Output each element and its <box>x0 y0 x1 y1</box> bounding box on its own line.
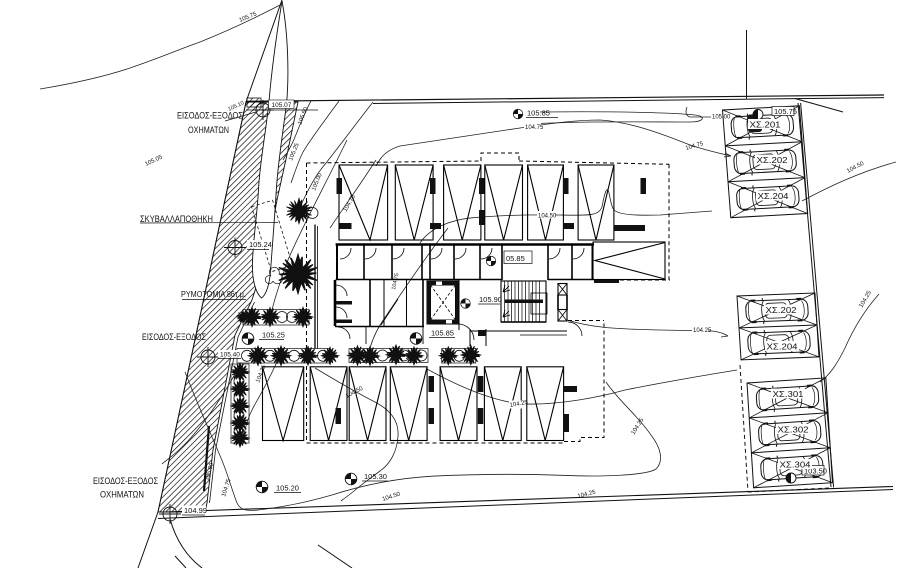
svg-text:104.99: 104.99 <box>184 506 207 515</box>
svg-text:ΧΣ.302: ΧΣ.302 <box>778 425 809 435</box>
svg-text:104.50: 104.50 <box>382 491 402 503</box>
svg-text:105.40: 105.40 <box>220 352 240 359</box>
svg-text:104.75: 104.75 <box>685 141 705 152</box>
svg-text:104.25: 104.25 <box>693 328 712 334</box>
svg-text:104.25: 104.25 <box>577 490 597 500</box>
svg-text:104.50: 104.50 <box>538 214 557 220</box>
svg-text:ΕΙΣΟΔΟΣ-ΕΞΟΔΟΣ: ΕΙΣΟΔΟΣ-ΕΞΟΔΟΣ <box>93 476 158 486</box>
svg-text:105.30: 105.30 <box>364 472 387 481</box>
svg-text:05.85: 05.85 <box>506 254 525 263</box>
svg-text:ΧΣ.201: ΧΣ.201 <box>750 120 781 130</box>
svg-text:105.20: 105.20 <box>276 484 299 493</box>
svg-text:ΧΣ.301: ΧΣ.301 <box>773 389 804 399</box>
svg-text:ΧΣ.202: ΧΣ.202 <box>766 305 797 315</box>
svg-text:ΟΧΗΜΑΤΩΝ: ΟΧΗΜΑΤΩΝ <box>100 490 144 500</box>
svg-text:ΟΧΗΜΑΤΩΝ: ΟΧΗΜΑΤΩΝ <box>188 125 229 135</box>
svg-text:ΧΣ.202: ΧΣ.202 <box>757 155 788 165</box>
svg-text:104.25: 104.25 <box>509 400 529 409</box>
svg-text:ΧΣ.204: ΧΣ.204 <box>758 191 789 201</box>
svg-text:105.75: 105.75 <box>774 107 797 116</box>
svg-text:ΕΙΣΟΔΟΣ-ΕΞΟΔΟΣ: ΕΙΣΟΔΟΣ-ΕΞΟΔΟΣ <box>177 111 243 121</box>
svg-text:ΕΙΣΟΔΟΣ-ΕΞΟΔΟΣ: ΕΙΣΟΔΟΣ-ΕΞΟΔΟΣ <box>142 332 206 342</box>
svg-text:105.85: 105.85 <box>527 109 550 118</box>
svg-text:105.25: 105.25 <box>262 331 285 340</box>
svg-text:105.00: 105.00 <box>204 462 216 482</box>
svg-text:103.50: 103.50 <box>804 467 827 476</box>
svg-text:104.75: 104.75 <box>525 125 544 131</box>
svg-text:104.75: 104.75 <box>391 273 400 291</box>
svg-text:105.24: 105.24 <box>249 240 272 249</box>
svg-text:ΣΚΥΒΑΛΛΑΠΟΘΗΚΗ: ΣΚΥΒΑΛΛΑΠΟΘΗΚΗ <box>140 214 213 224</box>
svg-text:ΡΥΜΟΤΟΜΙΑ 86τ.μ.: ΡΥΜΟΤΟΜΙΑ 86τ.μ. <box>181 289 246 299</box>
svg-text:104.75: 104.75 <box>221 478 233 498</box>
svg-text:ΧΣ.204: ΧΣ.204 <box>767 342 798 352</box>
svg-text:105.90: 105.90 <box>479 295 502 304</box>
svg-text:ΧΣ.304: ΧΣ.304 <box>780 460 811 470</box>
svg-text:105.07: 105.07 <box>272 102 292 109</box>
svg-text:105.85: 105.85 <box>431 329 454 338</box>
svg-text:105.00: 105.00 <box>712 115 731 121</box>
